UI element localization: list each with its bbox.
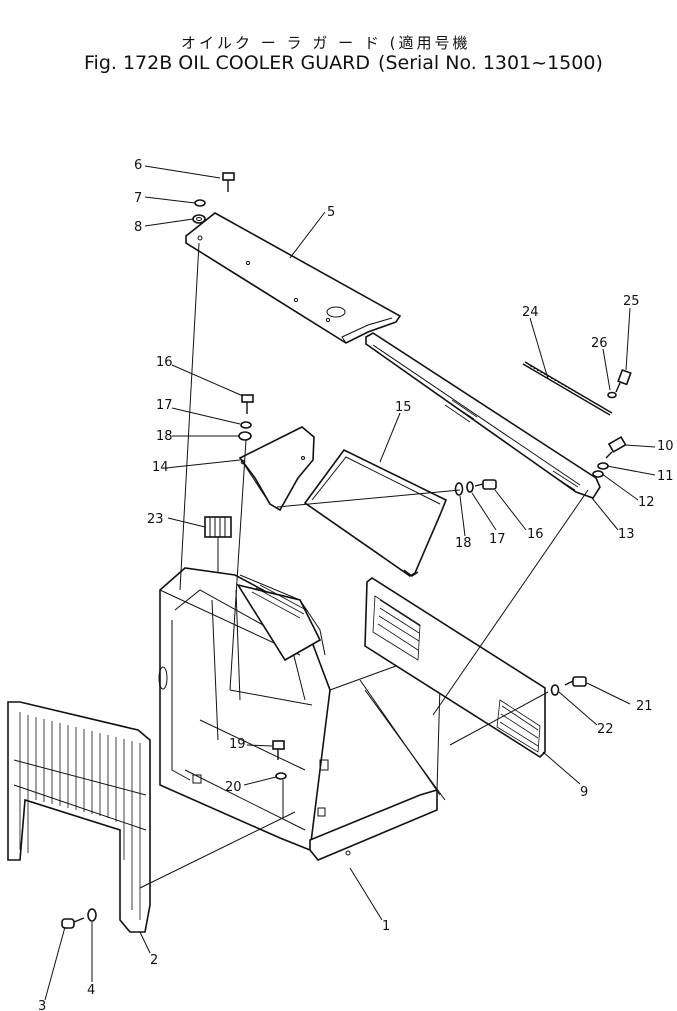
callout-labels: 1 2 3 4 5 6 7 8 9 10 11 12 13 14 15 16 1… bbox=[38, 158, 674, 1011]
top-cover-plate bbox=[185, 212, 402, 344]
callout-8: 8 bbox=[134, 220, 142, 235]
bolt-10 bbox=[592, 435, 627, 478]
tray-15 bbox=[303, 448, 448, 577]
callout-14: 14 bbox=[152, 460, 169, 475]
callout-10: 10 bbox=[657, 439, 674, 454]
bolt-16-right bbox=[454, 479, 497, 496]
callout-13: 13 bbox=[618, 527, 635, 542]
assembly-lines bbox=[139, 242, 589, 889]
callout-9: 9 bbox=[580, 785, 588, 800]
callout-23: 23 bbox=[147, 512, 164, 527]
bolt-21 bbox=[550, 676, 587, 696]
main-frame bbox=[158, 567, 446, 861]
callout-11: 11 bbox=[657, 469, 674, 484]
front-grille-2 bbox=[7, 701, 151, 933]
callout-22: 22 bbox=[597, 722, 614, 737]
callout-16-right: 16 bbox=[527, 527, 544, 542]
title-japanese: オイルク ー ラ ガ ー ド (適用号機 bbox=[181, 34, 471, 52]
rear-top-channel bbox=[365, 332, 613, 499]
callout-7: 7 bbox=[134, 191, 142, 206]
callout-6: 6 bbox=[134, 158, 142, 173]
leader-lines bbox=[44, 165, 656, 1001]
bolt-25 bbox=[607, 368, 632, 399]
callout-25: 25 bbox=[623, 294, 640, 309]
callout-24: 24 bbox=[522, 305, 539, 320]
callout-2: 2 bbox=[150, 953, 158, 968]
bolt-16-upper bbox=[238, 394, 254, 441]
serial-jp-text: 適用号機 bbox=[398, 34, 471, 52]
title-en-text: Fig. 172B OIL COOLER GUARD bbox=[84, 52, 370, 74]
callout-17-right: 17 bbox=[489, 532, 506, 547]
callout-21: 21 bbox=[636, 699, 653, 714]
serial-en-text: Serial No. 1301~1500 bbox=[385, 52, 596, 74]
callout-18-upper: 18 bbox=[156, 429, 173, 444]
right-screen-9 bbox=[364, 577, 546, 759]
callout-12: 12 bbox=[638, 495, 655, 510]
bolt-19 bbox=[272, 740, 287, 780]
callout-1: 1 bbox=[382, 919, 390, 934]
callout-18-right: 18 bbox=[455, 536, 472, 551]
bolt-3 bbox=[61, 908, 97, 929]
callout-16-upper: 16 bbox=[156, 355, 173, 370]
callout-26: 26 bbox=[591, 336, 608, 351]
bracket-plate-14 bbox=[238, 426, 315, 512]
callout-20: 20 bbox=[225, 780, 242, 795]
callout-4: 4 bbox=[87, 983, 95, 998]
callout-5: 5 bbox=[327, 205, 335, 220]
title-jp-text: オイルク ー ラ ガ ー ド bbox=[181, 34, 382, 52]
callout-3: 3 bbox=[38, 999, 46, 1011]
page-title: Fig. 172B OIL COOLER GUARD (Serial No. 1… bbox=[84, 52, 603, 74]
callout-19: 19 bbox=[229, 737, 246, 752]
callout-15: 15 bbox=[395, 400, 412, 415]
callout-17-upper: 17 bbox=[156, 398, 173, 413]
